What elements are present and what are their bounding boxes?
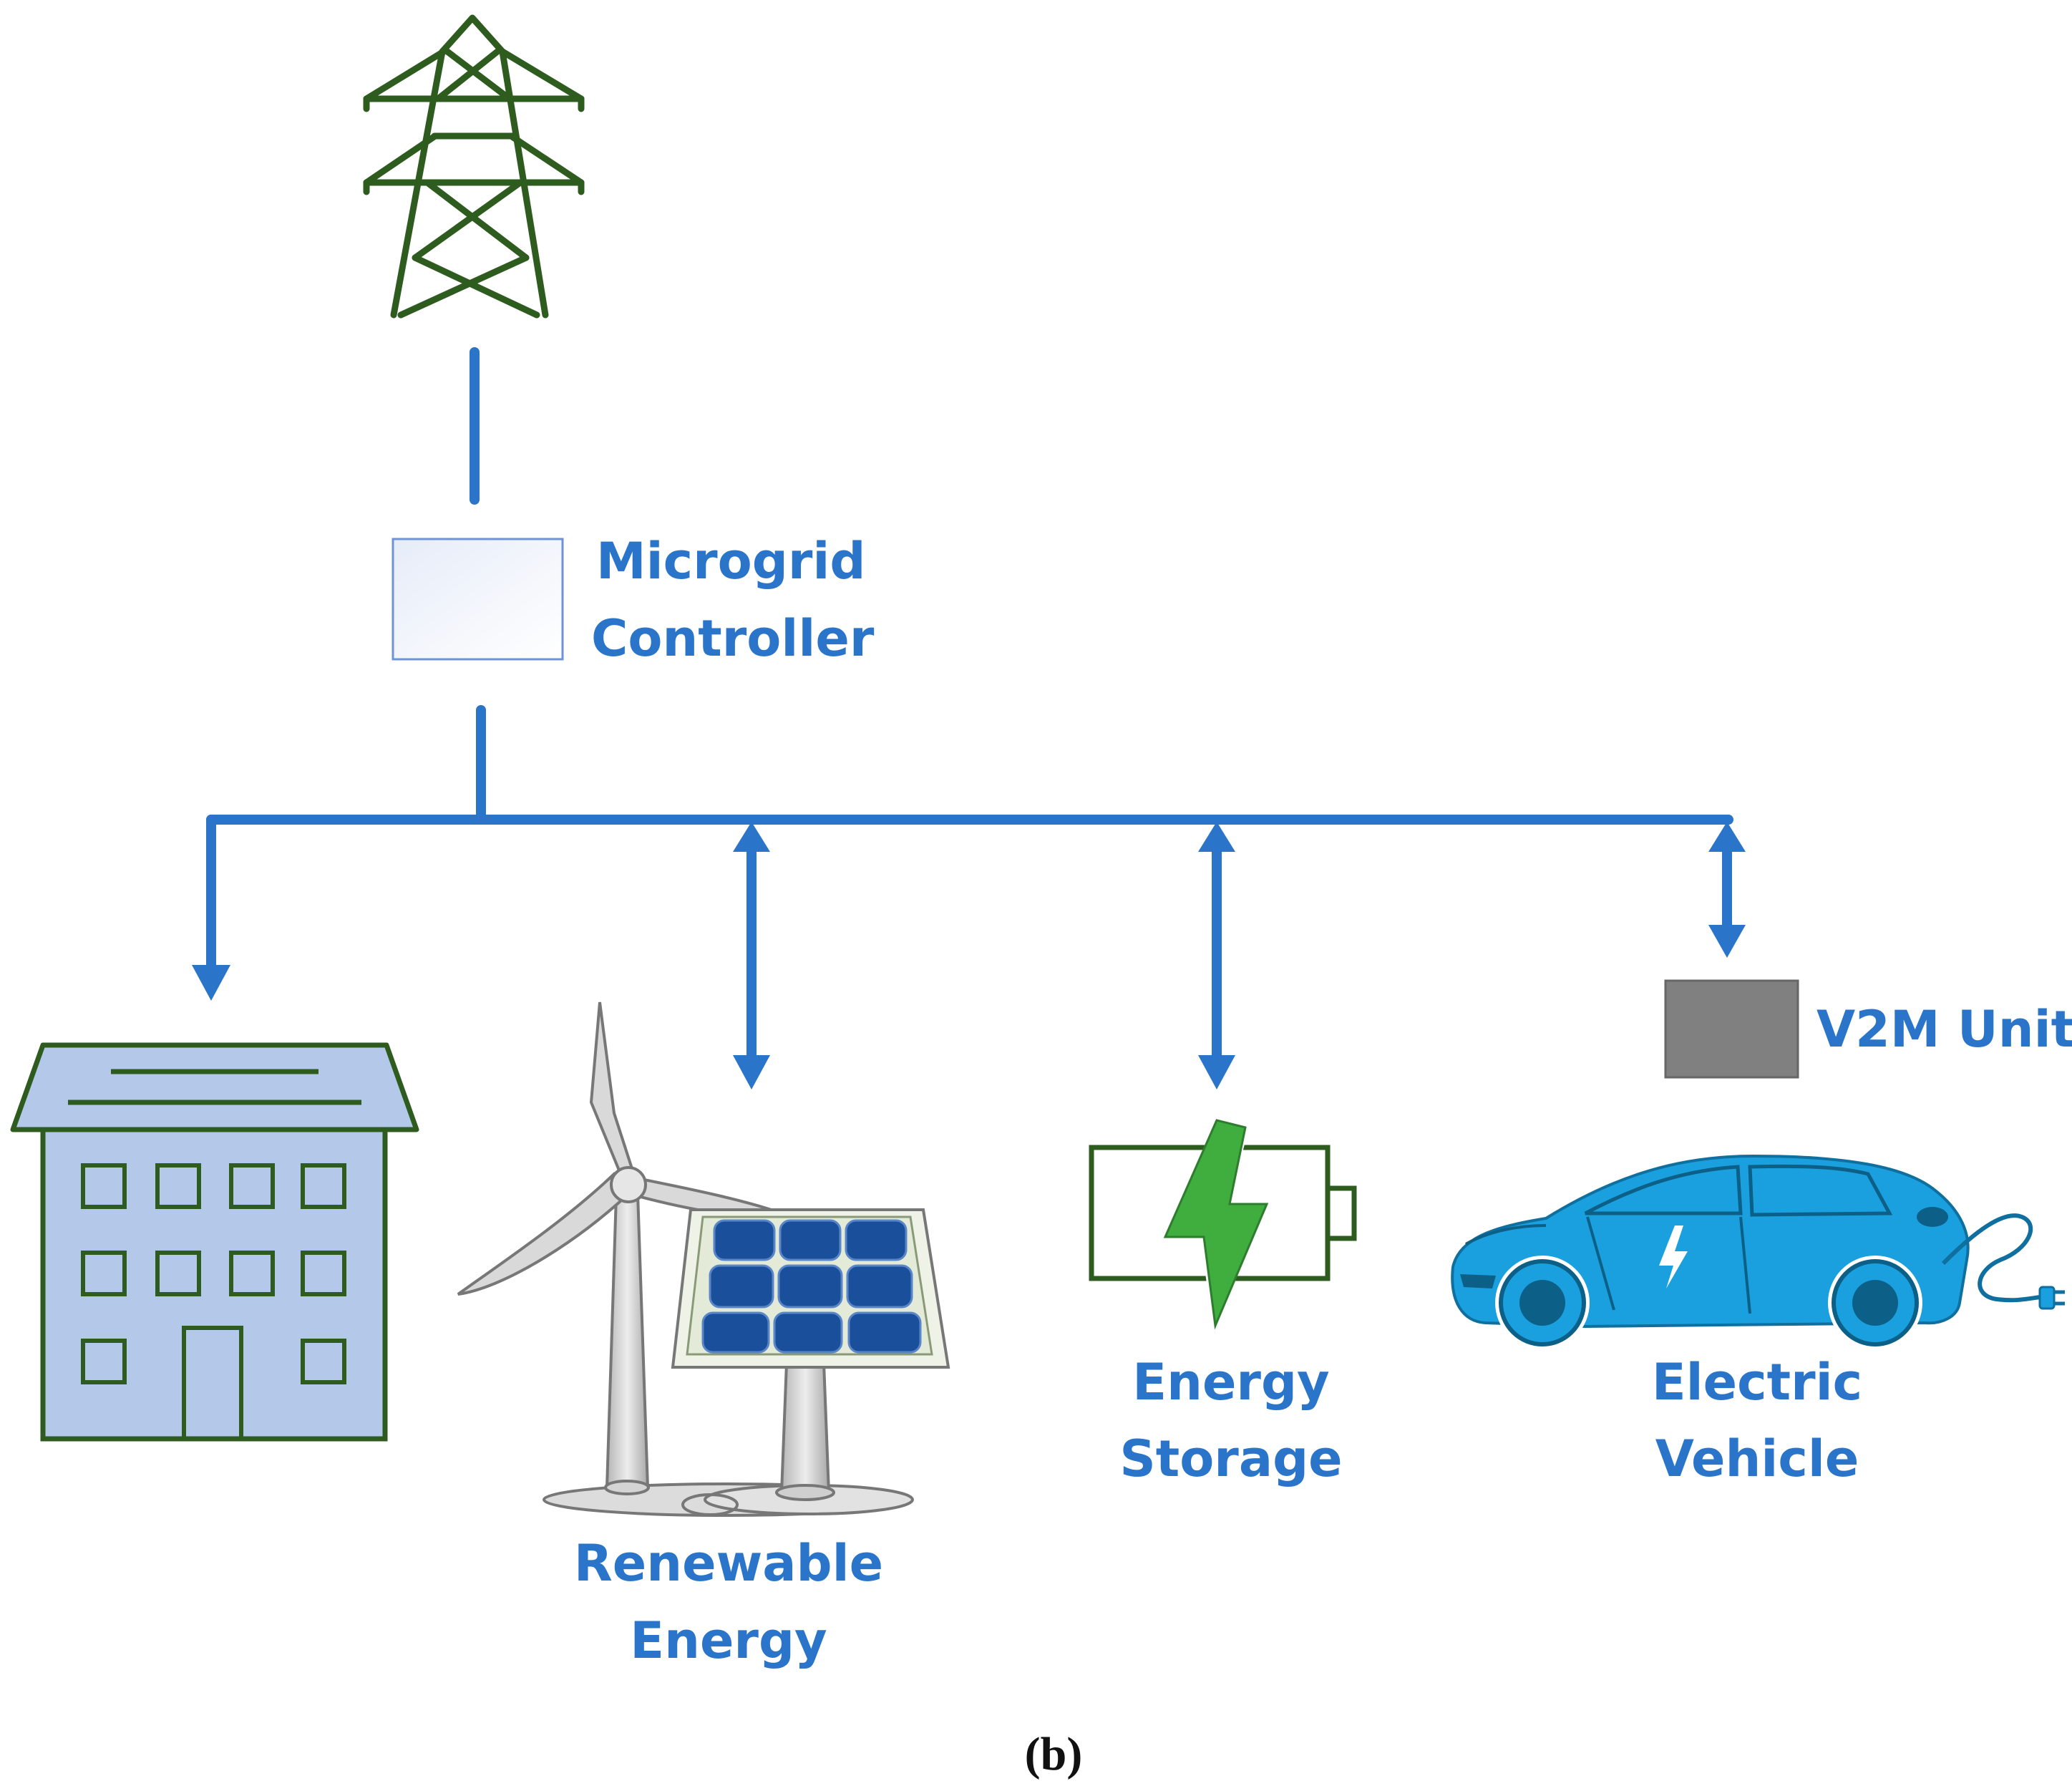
distribution-bus bbox=[206, 705, 1733, 1064]
arrowheads bbox=[192, 822, 1746, 1089]
solar-panel-icon bbox=[671, 1208, 950, 1501]
electric-car-icon bbox=[1451, 1154, 2065, 1350]
microgrid-controller-box bbox=[391, 538, 564, 661]
ev-label-line2: Vehicle bbox=[1655, 1430, 1859, 1488]
storage-label-line2: Storage bbox=[1119, 1430, 1342, 1488]
v2m-unit-label: V2M Unit bbox=[1816, 1000, 2072, 1059]
v2m-unit-box bbox=[1664, 979, 1799, 1079]
controller-label-line2: Controller bbox=[591, 609, 875, 668]
storage-label-line1: Energy bbox=[1132, 1353, 1329, 1412]
transmission-tower-icon bbox=[363, 14, 585, 319]
figure-caption: (b) bbox=[1025, 1728, 1083, 1780]
renewable-label-line1: Renewable bbox=[574, 1534, 883, 1593]
renewable-label-line2: Energy bbox=[630, 1611, 827, 1670]
ev-label-line1: Electric bbox=[1652, 1353, 1862, 1412]
battery-icon bbox=[1089, 1119, 1357, 1330]
building-icon bbox=[10, 1042, 419, 1442]
controller-label-line1: Microgrid bbox=[596, 532, 866, 591]
